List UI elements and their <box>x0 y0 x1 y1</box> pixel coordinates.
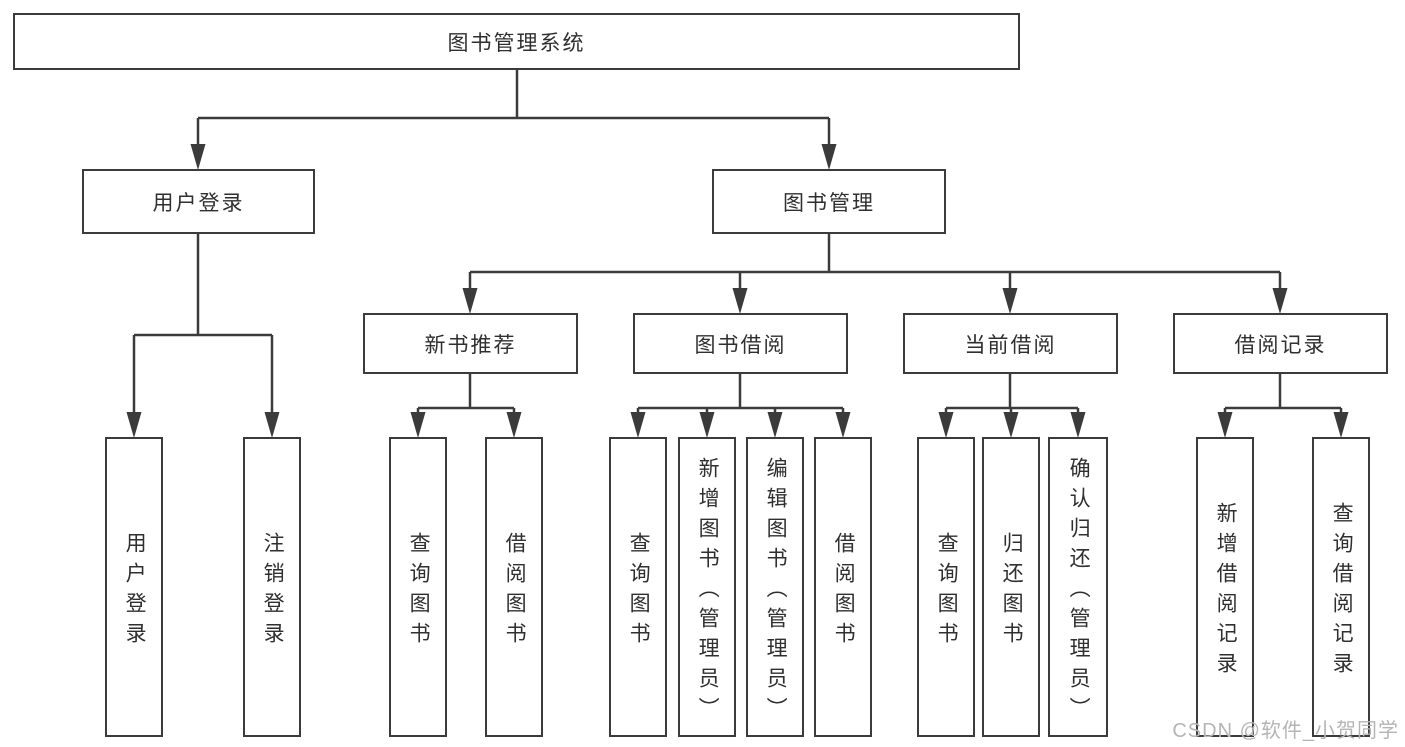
arrow-to-book-management <box>821 144 837 170</box>
arrow-to-user-login <box>190 144 206 170</box>
leaf-return-book-label: 归还图书 <box>1000 531 1024 652</box>
leaf-user-login: 用户登录 <box>105 437 163 737</box>
node-current-borrow-label: 当前借阅 <box>964 333 1057 357</box>
leaf-borrow-books-recommend: 借阅图书 <box>485 437 543 737</box>
leaf-query-borrow-record-label: 查询借阅记录 <box>1330 501 1354 682</box>
node-borrow-records-label: 借阅记录 <box>1234 333 1327 357</box>
arrow-to-new-book-recommend <box>462 288 478 314</box>
connector-current-to-leaves <box>938 373 1086 438</box>
node-user-login-branch: 用户登录 <box>82 169 315 234</box>
connector-login-to-leaves <box>126 233 280 438</box>
leaf-add-borrow-record: 新增借阅记录 <box>1196 437 1254 737</box>
leaf-edit-book-admin-label: 编辑图书（管理员） <box>764 456 788 727</box>
leaf-query-books-recommend-label: 查询图书 <box>407 531 431 652</box>
leaf-query-borrow-record: 查询借阅记录 <box>1312 437 1370 737</box>
leaf-query-books-borrow-label: 查询图书 <box>627 531 651 652</box>
node-book-borrow: 图书借阅 <box>633 313 848 374</box>
leaf-logout-label: 注销登录 <box>261 531 285 652</box>
leaf-user-login-label: 用户登录 <box>123 531 147 652</box>
node-new-book-recommend: 新书推荐 <box>363 313 578 374</box>
arrow-to-borrow-records <box>1272 288 1288 314</box>
csdn-watermark: CSDN @软件_小贺同学 <box>1172 720 1399 742</box>
leaf-query-books-current: 查询图书 <box>917 437 975 737</box>
leaf-add-book-admin-label: 新增图书（管理员） <box>696 456 720 727</box>
node-book-management-label: 图书管理 <box>783 191 875 215</box>
leaf-query-books-borrow: 查询图书 <box>609 437 667 737</box>
node-root-label: 图书管理系统 <box>447 31 586 55</box>
leaf-confirm-return-admin-label: 确认归还（管理员） <box>1067 456 1091 727</box>
leaf-return-book: 归还图书 <box>982 437 1040 737</box>
leaf-add-borrow-record-label: 新增借阅记录 <box>1214 501 1238 682</box>
arrow-to-book-borrow <box>732 288 748 314</box>
arrow-to-leaf-user-login <box>126 412 142 438</box>
leaf-query-books-current-label: 查询图书 <box>935 531 959 652</box>
node-root: 图书管理系统 <box>13 13 1020 70</box>
leaf-confirm-return-admin: 确认归还（管理员） <box>1048 437 1108 737</box>
node-new-book-recommend-label: 新书推荐 <box>424 333 517 357</box>
connector-records-to-leaves <box>1217 373 1349 438</box>
node-borrow-records: 借阅记录 <box>1173 313 1388 374</box>
arrow-to-current-borrow <box>1002 288 1018 314</box>
node-book-management-branch: 图书管理 <box>712 169 946 234</box>
node-current-borrow: 当前借阅 <box>903 313 1118 374</box>
leaf-add-book-admin: 新增图书（管理员） <box>678 437 736 737</box>
leaf-borrow-books-borrow: 借阅图书 <box>814 437 872 737</box>
leaf-borrow-books-recommend-label: 借阅图书 <box>503 531 527 652</box>
leaf-borrow-books-borrow-label: 借阅图书 <box>832 531 856 652</box>
arrow-to-leaf-logout <box>264 412 280 438</box>
leaf-logout: 注销登录 <box>243 437 301 737</box>
leaf-edit-book-admin: 编辑图书（管理员） <box>746 437 804 737</box>
connector-borrow-to-leaves <box>630 373 851 438</box>
node-book-borrow-label: 图书借阅 <box>694 333 787 357</box>
leaf-query-books-recommend: 查询图书 <box>389 437 447 737</box>
connector-root-to-level2 <box>190 70 837 170</box>
connector-recommend-to-leaves <box>410 373 522 438</box>
connector-mgmt-to-groups <box>462 233 1288 314</box>
node-user-login-label: 用户登录 <box>152 191 245 215</box>
